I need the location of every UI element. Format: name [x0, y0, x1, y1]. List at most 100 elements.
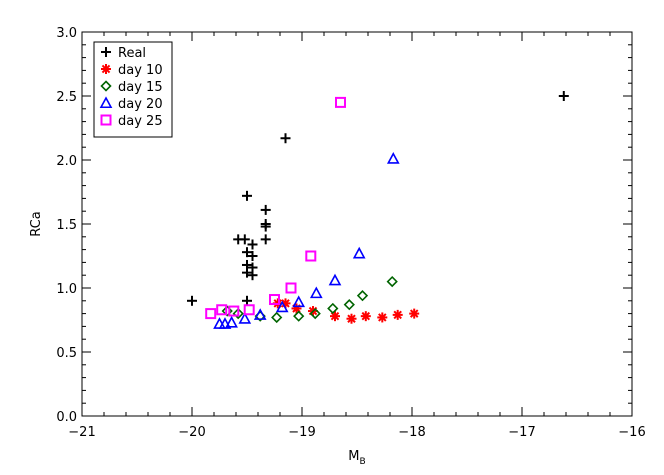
marker-shape [293, 310, 305, 322]
marker-shape [275, 300, 289, 313]
legend-marker [101, 64, 111, 74]
marker-shape [243, 304, 255, 316]
marker-stroke [101, 64, 111, 74]
data-point [292, 295, 306, 308]
data-point [269, 294, 280, 306]
y-tick-label: 0.5 [56, 346, 77, 361]
marker-stroke [378, 313, 387, 322]
legend-item: day 20 [99, 96, 163, 112]
marker-shape [309, 307, 321, 320]
data-point [343, 299, 355, 311]
x-axis-label-main: M [348, 449, 359, 464]
x-tick-labels: −21−20−19−18−17−16 [68, 425, 645, 440]
data-point [285, 282, 297, 294]
data-point [409, 308, 420, 319]
marker-shape [305, 250, 317, 262]
legend-marker [100, 80, 112, 92]
marker-shape [216, 304, 228, 316]
y-tick-labels: 0.00.51.01.52.02.53.0 [56, 26, 77, 425]
marker-stroke [393, 310, 402, 320]
data-point [225, 315, 238, 328]
marker-stroke [281, 299, 290, 308]
marker-shape [225, 315, 238, 328]
marker-shape [228, 305, 240, 317]
data-point [243, 304, 255, 316]
data-point [386, 152, 400, 164]
data-point [228, 305, 240, 317]
data-point [216, 304, 228, 316]
data-point [346, 313, 357, 324]
series-day-20 [213, 152, 400, 329]
data-points [187, 91, 569, 329]
marker-shape [335, 96, 346, 108]
x-tick-label: −18 [398, 425, 425, 440]
marker-shape [309, 286, 323, 299]
marker-shape [269, 294, 280, 306]
data-point [242, 295, 252, 306]
data-point [187, 295, 197, 306]
series-day-10 [272, 298, 420, 324]
data-point [260, 204, 271, 215]
series-real [187, 91, 569, 306]
series-day-25 [205, 96, 346, 320]
marker-shape [271, 311, 283, 324]
marker-shape [327, 302, 339, 315]
data-point [309, 286, 323, 299]
y-tick-label: 0.0 [56, 410, 77, 425]
legend-label: day 25 [118, 114, 163, 129]
data-point [242, 190, 252, 201]
data-point [260, 221, 271, 232]
data-point [238, 312, 252, 324]
data-point [352, 246, 366, 259]
data-point [293, 310, 305, 322]
marker-shape [99, 96, 113, 109]
x-axis-label: MB [348, 449, 365, 467]
y-tick-label: 2.0 [56, 154, 77, 169]
legend-item: day 15 [100, 80, 163, 95]
legend-label: day 15 [118, 80, 163, 95]
marker-shape [232, 307, 244, 320]
x-tick-label: −17 [508, 425, 535, 440]
data-point [247, 251, 258, 261]
legend-marker [101, 47, 111, 57]
data-point [260, 234, 271, 245]
data-point [392, 309, 403, 320]
marker-shape [253, 308, 267, 320]
data-point [271, 311, 283, 324]
data-point [280, 133, 291, 144]
data-point [356, 290, 369, 302]
legend-marker [99, 96, 113, 109]
y-axis-label: RCa [29, 211, 44, 236]
data-point [305, 250, 317, 262]
y-tick-label: 3.0 [56, 26, 77, 41]
y-tick-label: 1.5 [56, 218, 77, 233]
marker-shape [238, 312, 252, 324]
data-point [327, 302, 339, 315]
data-point [242, 247, 252, 258]
marker-shape [386, 275, 398, 288]
data-point [232, 307, 244, 320]
x-tick-label: −20 [178, 425, 205, 440]
legend-label: day 20 [118, 97, 163, 112]
marker-stroke [330, 311, 340, 321]
legend: Real day 10 day 15 day 20 day 25 [93, 41, 173, 138]
marker-shape [343, 299, 355, 311]
x-tick-label: −21 [68, 425, 95, 440]
x-tick-label: −19 [288, 425, 315, 440]
marker-stroke [347, 314, 356, 323]
marker-shape [328, 273, 342, 286]
legend-item: Real [101, 46, 146, 61]
marker-shape [356, 290, 369, 302]
marker-shape [205, 308, 217, 320]
x-axis-label-subscript: B [360, 457, 366, 467]
marker-shape [386, 152, 400, 164]
data-point [360, 311, 371, 322]
data-point [205, 308, 217, 320]
marker-shape [352, 246, 366, 259]
marker-stroke [409, 309, 419, 318]
data-point [335, 96, 346, 108]
y-tick-label: 2.5 [56, 90, 77, 105]
marker-shape [285, 282, 297, 294]
legend-label: day 10 [118, 63, 163, 78]
